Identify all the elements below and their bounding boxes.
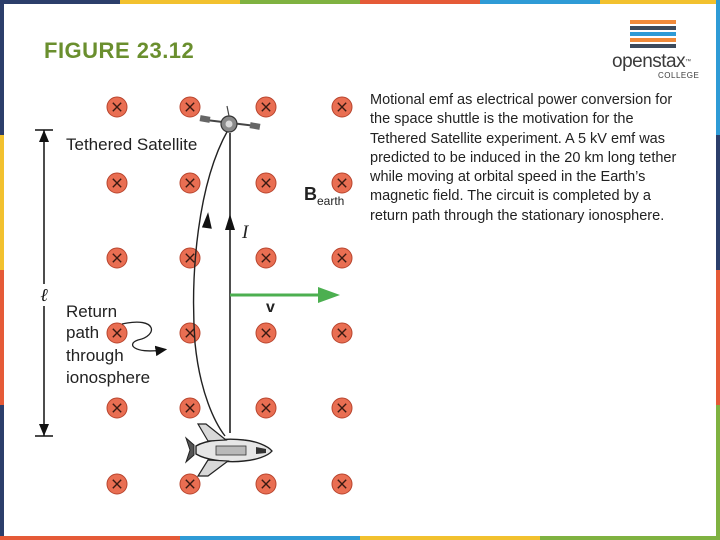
field-into-page-marker <box>255 322 277 344</box>
frame-bar-left-3 <box>0 270 4 405</box>
openstax-logo: openstax™ COLLEGE <box>612 18 700 80</box>
field-into-page-marker <box>179 96 201 118</box>
field-into-page-marker <box>255 397 277 419</box>
field-into-page-marker <box>331 397 353 419</box>
magnetic-field-markers <box>106 96 353 495</box>
current-label: I <box>241 222 250 243</box>
return-path-arrow <box>201 212 212 229</box>
tethered-satellite-label: Tethered Satellite <box>66 135 197 154</box>
frame-bar-top-5 <box>480 0 600 4</box>
field-into-page-marker <box>331 96 353 118</box>
field-into-page-marker <box>179 397 201 419</box>
satellite-icon <box>199 105 261 133</box>
field-into-page-marker <box>106 172 128 194</box>
field-into-page-marker <box>331 172 353 194</box>
field-into-page-marker <box>179 322 201 344</box>
logo-stripes-icon <box>630 20 676 48</box>
field-into-page-marker <box>106 322 128 344</box>
tethered-satellite-diagram: ℓ Tethered Satellite Return path through… <box>35 96 353 495</box>
frame-bar-bottom-1 <box>0 536 180 540</box>
field-into-page-marker <box>106 397 128 419</box>
frame-bar-bottom-4 <box>540 536 720 540</box>
field-into-page-marker <box>331 247 353 269</box>
frame-bar-right-1 <box>716 0 720 135</box>
current-arrow <box>225 214 235 230</box>
field-into-page-marker <box>179 473 201 495</box>
field-into-page-marker <box>255 247 277 269</box>
field-into-page-marker <box>255 96 277 118</box>
frame-bar-top-6 <box>600 0 720 4</box>
return-path-curve <box>192 129 229 437</box>
space-shuttle-icon <box>184 423 273 477</box>
frame-bar-left-4 <box>0 405 4 540</box>
length-dimension <box>35 129 53 437</box>
field-into-page-marker <box>106 473 128 495</box>
field-into-page-marker <box>255 172 277 194</box>
frame-bar-right-4 <box>716 405 720 540</box>
frame-bar-bottom-3 <box>360 536 540 540</box>
logo-subtitle: COLLEGE <box>658 71 700 80</box>
logo-wordmark: openstax™ <box>612 52 700 72</box>
field-into-page-marker <box>179 172 201 194</box>
frame-bar-left-1 <box>0 0 4 135</box>
field-into-page-marker <box>179 247 201 269</box>
velocity-arrowhead <box>318 287 340 303</box>
frame-bar-top-3 <box>240 0 360 4</box>
logo-word: openstax <box>612 51 686 72</box>
field-label: Bearth <box>304 184 344 208</box>
velocity-label: v <box>266 299 275 316</box>
frame-bar-right-2 <box>716 135 720 270</box>
frame-bar-top-1 <box>0 0 120 4</box>
field-into-page-marker <box>255 473 277 495</box>
frame-bar-right-3 <box>716 270 720 405</box>
figure-caption: Motional emf as electrical power convers… <box>370 92 677 224</box>
return-path-label: Return path through ionosphere <box>66 302 150 387</box>
frame-bar-top-2 <box>120 0 240 4</box>
frame-bar-bottom-2 <box>180 536 360 540</box>
return-path-pointer <box>121 321 168 357</box>
frame-bar-top-4 <box>360 0 480 4</box>
field-into-page-marker <box>106 247 128 269</box>
figure-title: FIGURE 23.12 <box>44 38 195 63</box>
length-label: ℓ <box>40 285 48 305</box>
field-into-page-marker <box>331 473 353 495</box>
field-into-page-marker <box>331 322 353 344</box>
field-into-page-marker <box>106 96 128 118</box>
logo-trademark: ™ <box>685 59 691 65</box>
frame-bar-left-2 <box>0 135 4 270</box>
